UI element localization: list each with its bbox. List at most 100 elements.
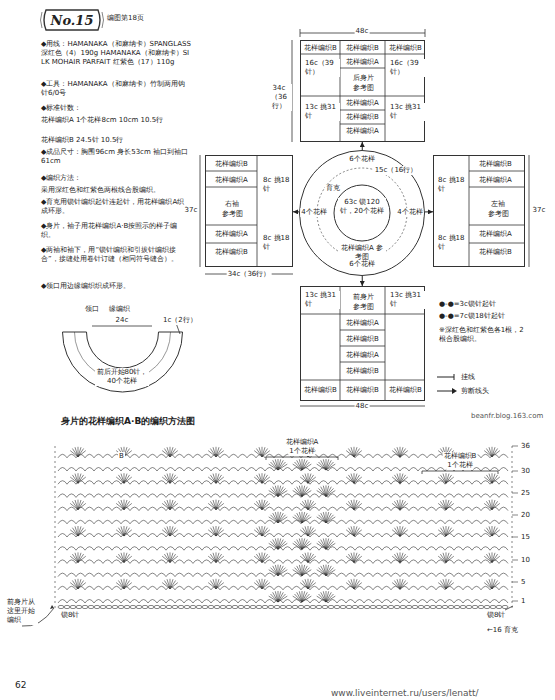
label: 编图第18页 bbox=[106, 14, 145, 23]
title-badge: No.15 bbox=[40, 8, 104, 32]
node-text: 4个花样 bbox=[396, 208, 423, 217]
label: 花样编织B 24.5针 10.5行 bbox=[40, 136, 192, 145]
legend-sample bbox=[436, 387, 458, 395]
label: 身片的花样编织A·B的编织方法图 bbox=[60, 416, 196, 428]
row-number: 15 bbox=[520, 533, 531, 542]
node-text: 花样编织B bbox=[345, 113, 380, 122]
label: 花样编织B bbox=[443, 452, 478, 461]
node-text: 参考图 bbox=[352, 84, 375, 93]
node-text: 8c 挑18针 bbox=[437, 176, 467, 194]
label: ◆身片，袖子用花样编织A·B按照示的样子编织。 bbox=[40, 222, 192, 240]
row-number: 30 bbox=[520, 467, 531, 476]
node-text: 花样编织B bbox=[345, 44, 380, 53]
node-text: 花样编织A bbox=[214, 230, 249, 239]
node-text: 4个花样 bbox=[300, 208, 327, 217]
label: ◆成品尺寸：胸围96cm 身长53cm 袖口到袖口61cm bbox=[40, 148, 192, 166]
direction-arrow bbox=[362, 142, 363, 150]
node-text: 后身片 bbox=[352, 74, 375, 83]
stitch-chart bbox=[55, 446, 518, 610]
node-text: 13c 挑31针 bbox=[304, 103, 340, 121]
node-text: 花样编织B bbox=[388, 386, 423, 395]
node-text: 前后开始80针，40个花样 bbox=[95, 368, 149, 386]
row-number: 1 bbox=[520, 597, 526, 606]
row-number: 5 bbox=[520, 578, 526, 587]
direction-arrow bbox=[293, 211, 299, 212]
dimension: 48c bbox=[355, 402, 370, 411]
node-text: 8c 挑18针 bbox=[437, 234, 467, 252]
label: 缘编织 bbox=[108, 305, 131, 314]
node-text: 6个花样 bbox=[348, 260, 375, 269]
yoke-circle: 6个花样15c（16行）育克4个花样63c 锁120针，20个花样4个花样花样编… bbox=[299, 150, 425, 276]
direction-arrow bbox=[362, 276, 363, 286]
node-text: 花样编织A bbox=[345, 319, 380, 328]
node-text: 8c 挑18针 bbox=[262, 176, 292, 194]
direction-arrow bbox=[425, 211, 433, 212]
row-number: 10 bbox=[520, 556, 531, 565]
node-text: 花样编织B bbox=[345, 335, 380, 344]
dimension: 37c bbox=[532, 206, 547, 215]
watermark: beanfr.blog.163.com bbox=[470, 412, 544, 421]
node-text: 63c 锁120针，20个花样 bbox=[338, 198, 386, 216]
right-sleeve: 花样编织B花样编织A8c 挑18针右袖参考图花样编织A花样编织B8c 挑18针 bbox=[205, 155, 293, 267]
node-text: 花样编织A bbox=[345, 58, 380, 67]
node-text: 花样编织B bbox=[214, 160, 249, 169]
node-text: 花样编织B bbox=[388, 44, 423, 53]
dimension: 1c（2行） bbox=[162, 316, 198, 325]
node-text: 花样编织A bbox=[345, 99, 380, 108]
node-text: 花样编织B bbox=[478, 160, 513, 169]
node-text: 右袖 bbox=[224, 200, 240, 209]
label: ◆两袖和袖下，用“锁针编织和引拔针编织接合”，接缝处用卷针订缝（相同符号缝合）。 bbox=[40, 246, 192, 264]
node-text: 花样编织A bbox=[214, 176, 249, 185]
node-text: 参考图 bbox=[352, 303, 375, 312]
node-text: 花样编织A bbox=[345, 351, 380, 360]
label: ◆用线：HAMANAKA（和麻纳卡）SPANGLASS 深红色（4）190g H… bbox=[40, 40, 192, 67]
label: ◆编织方法： bbox=[40, 174, 82, 183]
node-text: 参考图 bbox=[221, 210, 244, 219]
label: ◆工具：HAMANAKA（和麻纳卡）竹制两用钩针6/0号 bbox=[40, 80, 192, 98]
node-text: 花样编织B bbox=[345, 367, 380, 376]
left-sleeve: 8c 挑18针花样编织B花样编织A左袖参考图8c 挑18针花样编织A花样编织B bbox=[433, 155, 525, 267]
back-piece: 花样编织B花样编织B花样编织B花样编织A16c（39针）后身片参考图16c（39… bbox=[300, 40, 425, 142]
node-text: 育克 bbox=[325, 184, 341, 193]
node-text: 花样编织B bbox=[303, 44, 338, 53]
label: ◆育克用锁针编织起针连起针，用花样编织A织成环形。 bbox=[40, 198, 192, 216]
node-text: 花样编织A bbox=[478, 176, 513, 185]
node-text: 花样编织B bbox=[303, 386, 338, 395]
node-text: 花样编织B bbox=[214, 248, 249, 257]
watermark: www.liveinternet.ru/users/lenatt/ bbox=[330, 688, 480, 700]
legend-item: 剪断线头 bbox=[436, 386, 489, 396]
pattern-number: No.15 bbox=[50, 13, 95, 30]
label: ※深红色和红紫色各1根，2根合股编织。 bbox=[438, 326, 530, 344]
legend-text: 挂线 bbox=[461, 372, 475, 382]
label: B bbox=[118, 452, 125, 461]
dimension: 48c bbox=[355, 27, 370, 36]
label: ●-●=7c锁18针起针 bbox=[438, 312, 506, 321]
node-text: 参考图 bbox=[487, 210, 510, 219]
node-text: 8c 挑18针 bbox=[262, 234, 292, 252]
neck-edging: 前后开始80针，40个花样 bbox=[60, 332, 185, 392]
front-piece: 13c 挑31针前身片参考图13c 挑31针花样编织A花样编织B花样编织A花样编… bbox=[300, 286, 425, 401]
row-number: 20 bbox=[520, 511, 531, 520]
node-text: 13c 挑31针 bbox=[304, 291, 340, 309]
label: ◆领口用边缘编织织成环形。 bbox=[40, 282, 192, 291]
label: ●-●=3c锁针起针 bbox=[438, 300, 497, 309]
dimension: 34c（36行） bbox=[266, 84, 292, 111]
label: 锁8针 bbox=[60, 611, 80, 620]
label: 1个花样 bbox=[288, 447, 315, 456]
row-number: 25 bbox=[520, 489, 531, 498]
label: 1个花样 bbox=[446, 461, 473, 470]
page-number: 62 bbox=[14, 680, 27, 692]
label: 花样编织A 1个花样8cm 10cm 10.5行 bbox=[40, 116, 192, 125]
node-text: 6个花样 bbox=[348, 155, 375, 164]
label: ◆标准针数： bbox=[40, 104, 82, 113]
label: 锁8针 bbox=[486, 611, 506, 620]
legend-sample bbox=[436, 373, 458, 381]
dimension: 24c bbox=[115, 316, 130, 325]
label: ←16 育克 bbox=[486, 626, 519, 635]
node-text: 前身片 bbox=[352, 293, 375, 302]
dimension: 34c（36行） bbox=[227, 270, 272, 279]
row-number: 36 bbox=[520, 442, 531, 451]
label: 前身片从这里开始编织 bbox=[6, 598, 38, 625]
label: 采用深红色和红紫色两根线合股编织。 bbox=[40, 186, 192, 195]
legend-text: 剪断线头 bbox=[461, 386, 489, 396]
